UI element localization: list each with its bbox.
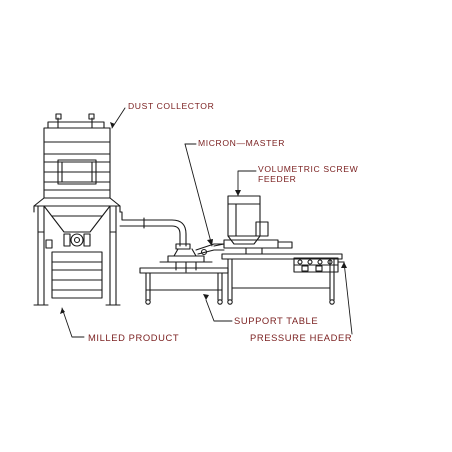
label-dust-collector: DUST COLLECTOR (128, 101, 215, 111)
label-micron-master: MICRON—MASTER (198, 138, 286, 148)
label-volumetric-screw-feeder-line2: FEEDER (258, 174, 297, 184)
pressure-header (293, 257, 345, 273)
leader-support-table (205, 299, 233, 322)
volumetric-screw-feeder (213, 195, 293, 255)
label-support-table: SUPPORT TABLE (234, 315, 319, 326)
arrowheads (60, 122, 347, 314)
air-duct (119, 211, 191, 250)
label-pressure-header: PRESSURE HEADER (250, 332, 353, 343)
support-table (139, 267, 229, 305)
feeder-table (221, 253, 343, 305)
dust-collector (33, 113, 121, 306)
label-milled-product: MILLED PRODUCT (88, 332, 180, 343)
leader-milled-product (61, 307, 85, 338)
leader-screw-feeder (237, 170, 257, 197)
leader-micron-master (184, 143, 213, 247)
label-volumetric-screw-feeder-line1: VOLUMETRIC SCREW (258, 164, 359, 174)
leader-pressure-header (343, 261, 353, 335)
micron-master-mill (159, 243, 225, 273)
